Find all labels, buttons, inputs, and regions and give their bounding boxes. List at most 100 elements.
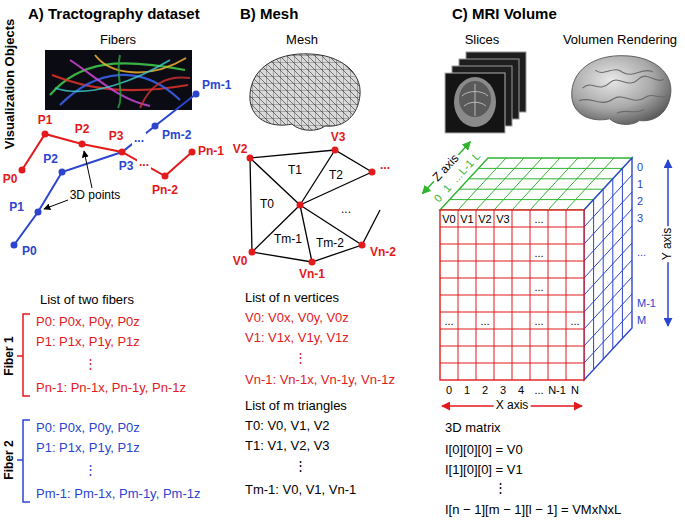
label: 1: [464, 384, 470, 396]
brain: [459, 81, 491, 117]
label: T1: V1, V2, V3: [245, 439, 330, 453]
label: Fibers: [100, 33, 136, 47]
label: Pn-2: [152, 184, 178, 197]
point: [79, 141, 86, 148]
point: [193, 91, 200, 98]
label: B) Mesh: [240, 6, 298, 23]
label: P0: [22, 245, 37, 258]
label: I[0][0][0] = V0: [445, 443, 523, 457]
vertex: [369, 169, 376, 176]
vertex: [309, 259, 316, 266]
label: ⋮: [84, 357, 97, 371]
label: T1: [288, 164, 302, 177]
label: Mesh: [286, 33, 318, 47]
label: V2: [478, 212, 491, 224]
label: Pm-2: [162, 129, 191, 142]
label: Pn-1: [198, 145, 224, 158]
label: P1: P1x, P1y, P1z: [36, 335, 140, 349]
label: V0: V0x, V0y, V0z: [245, 311, 349, 325]
slice: [445, 73, 505, 133]
label: A) Tractography dataset: [28, 6, 200, 23]
label: V3: [496, 212, 509, 224]
label: ...: [534, 314, 543, 326]
point: [42, 131, 49, 138]
label: ⋮: [294, 351, 307, 365]
vertices: [247, 147, 376, 266]
fiber-image: [45, 50, 192, 110]
label: Vn-2: [370, 246, 396, 259]
label: ...: [132, 132, 146, 145]
volume-cube: [422, 142, 668, 406]
bracket: [17, 314, 30, 396]
label: Fiber 2: [3, 440, 16, 479]
gyri: [462, 84, 488, 116]
label: 0: [637, 160, 643, 172]
vertex: [297, 202, 304, 209]
label: P0: [3, 173, 18, 186]
label: 0: [446, 384, 452, 396]
label: 3: [500, 384, 506, 396]
label: ...: [534, 212, 543, 224]
head: [454, 77, 496, 127]
label: T2: [329, 169, 343, 182]
label: Y axis: [661, 226, 674, 262]
label: ...: [637, 245, 646, 257]
front-face: [440, 210, 584, 380]
fiber: [95, 55, 186, 72]
label: T0: V0, V1, V2: [245, 419, 330, 433]
vertex: [332, 147, 339, 154]
label: P0: P0x, P0y, P0z: [36, 315, 140, 329]
mesh-edges: [250, 150, 380, 262]
label: P3: [109, 130, 124, 143]
label: Vn-1: [299, 268, 325, 281]
label: ⋮: [294, 459, 307, 473]
side-face: [584, 158, 632, 380]
point: [59, 169, 66, 176]
point: [119, 149, 126, 156]
label: ...: [570, 314, 579, 326]
fiber-line: [14, 94, 196, 245]
label: V0: [233, 255, 248, 268]
point: [162, 173, 169, 180]
label: ...: [380, 159, 390, 172]
image-ground: [45, 50, 192, 110]
label: 3D points: [70, 189, 121, 202]
label: List of m triangles: [245, 399, 347, 413]
label: Tm-2: [316, 237, 344, 250]
vertex: [359, 242, 366, 249]
label: 3D matrix: [445, 421, 501, 435]
volume-rendering: [572, 56, 671, 125]
fiber-points: [11, 91, 200, 249]
label: ...: [534, 280, 543, 292]
label: Pn-1: Pn-1x, Pn-1y, Pn-1z: [36, 381, 186, 395]
label: P2: [43, 153, 58, 166]
label: ...: [480, 314, 489, 326]
label: V0: [442, 212, 455, 224]
label: P0: P0x, P0y, P0z: [36, 421, 140, 435]
label: P1: [9, 201, 24, 214]
label: N-1: [548, 384, 566, 396]
gyri: [579, 70, 667, 114]
label: N: [571, 384, 579, 396]
label: Volumen Rendering: [563, 33, 677, 47]
label: 1: [441, 181, 454, 194]
label: C) MRI Volume: [452, 6, 557, 23]
point: [152, 123, 159, 130]
label: V2: [233, 143, 248, 156]
point: [35, 209, 42, 216]
label: ...: [137, 156, 151, 169]
label: 2: [637, 194, 643, 206]
label: Vn-1: Vn-1x, Vn-1y, Vn-1z: [245, 373, 395, 387]
side-grid: [584, 168, 632, 369]
label: List of n vertices: [245, 291, 339, 305]
leader-arrow: [84, 151, 92, 188]
label: V1: [460, 212, 473, 224]
front-grid: [440, 210, 584, 380]
fiber: [55, 60, 170, 91]
label: 3: [637, 211, 643, 223]
fiber: [118, 55, 121, 108]
leader-arrow: [44, 200, 68, 209]
mri-slices: [445, 52, 526, 133]
label: Tm-1: [274, 233, 302, 246]
label: P1: P1x, P1y, P1z: [36, 441, 140, 455]
